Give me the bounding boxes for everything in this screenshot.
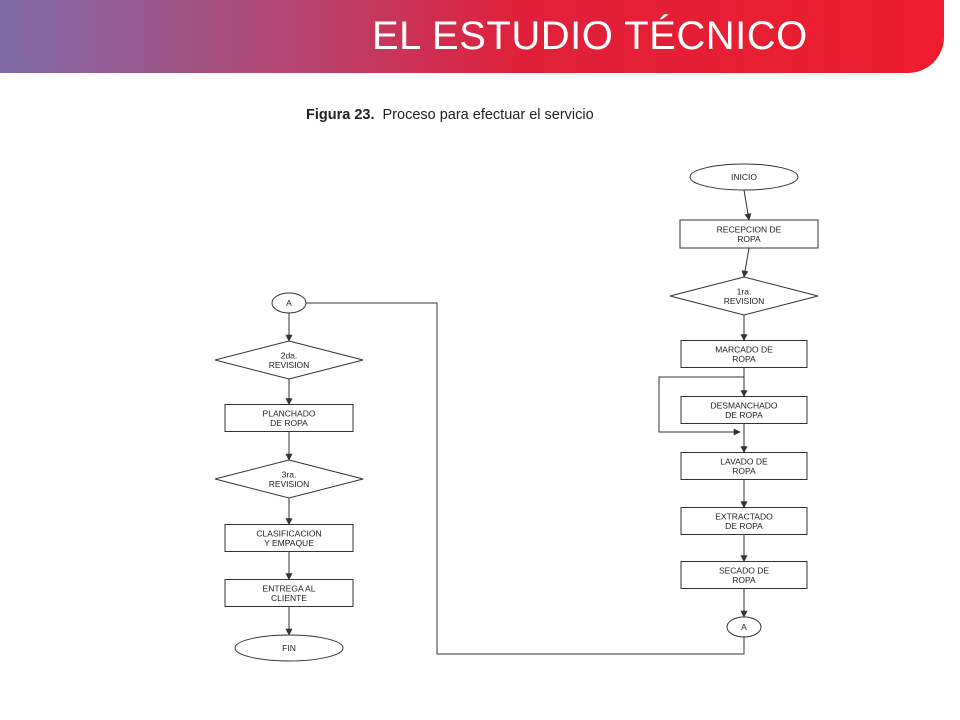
node-desmanchado-label: DESMANCHADO bbox=[710, 400, 777, 410]
node-rev3-label: 3ra. bbox=[282, 469, 297, 479]
node-marcado-label: MARCADO DE bbox=[715, 344, 773, 354]
node-inicio-label: INICIO bbox=[731, 172, 757, 182]
node-secado-label: ROPA bbox=[732, 575, 756, 585]
edge-conn_a_right-to-conn_a_left bbox=[306, 302, 745, 655]
node-inicio: INICIO bbox=[689, 163, 799, 191]
node-fin-label: FIN bbox=[282, 643, 296, 653]
flowchart-edges bbox=[285, 189, 752, 655]
edge-inicio-to-recepcion bbox=[743, 189, 752, 221]
node-conn_a_right-shape bbox=[726, 616, 762, 638]
node-clasificacion-label: CLASIFICACION bbox=[256, 528, 321, 538]
node-extractado-label: EXTRACTADO bbox=[715, 511, 773, 521]
edge-recepcion-to-rev1 bbox=[741, 247, 750, 278]
node-lavado-shape bbox=[680, 452, 808, 480]
node-conn_a_left-label: A bbox=[286, 298, 292, 308]
node-desmanchado-shape bbox=[680, 396, 808, 424]
node-rev3-shape bbox=[214, 459, 364, 499]
node-lavado-label: LAVADO DE bbox=[720, 456, 768, 466]
node-fin: FIN bbox=[234, 634, 344, 662]
node-recepcion-label: RECEPCION DE bbox=[717, 224, 782, 234]
node-planchado-label: DE ROPA bbox=[270, 418, 308, 428]
node-rev1-label: 1ra. bbox=[737, 286, 752, 296]
figure-number: Figura 23. bbox=[306, 107, 375, 123]
node-lavado-label: ROPA bbox=[732, 466, 756, 476]
node-recepcion-shape bbox=[679, 219, 819, 249]
node-rev2-label: 2da. bbox=[281, 350, 298, 360]
slide-title: EL ESTUDIO TÉCNICO bbox=[372, 14, 808, 58]
node-inicio-shape bbox=[689, 163, 799, 191]
node-conn_a_left: A bbox=[271, 292, 307, 314]
figure-title: Proceso para efectuar el servicio bbox=[382, 107, 594, 123]
node-clasificacion-shape bbox=[224, 524, 354, 552]
node-secado-shape bbox=[680, 561, 808, 589]
node-planchado-shape bbox=[224, 404, 354, 432]
node-marcado-label: ROPA bbox=[732, 354, 756, 364]
node-conn_a_right-label: A bbox=[741, 622, 747, 632]
node-entrega-label: CLIENTE bbox=[271, 593, 307, 603]
node-extractado-shape bbox=[680, 507, 808, 535]
node-rev3-label: REVISION bbox=[269, 479, 310, 489]
node-rev2: 2da.REVISION bbox=[214, 340, 364, 380]
node-extractado-label: DE ROPA bbox=[725, 521, 763, 531]
node-recepcion-label: ROPA bbox=[737, 234, 761, 244]
title-banner: EL ESTUDIO TÉCNICO bbox=[0, 0, 944, 73]
node-rev3: 3ra.REVISION bbox=[214, 459, 364, 499]
node-marcado-shape bbox=[680, 340, 808, 368]
node-rev1-shape bbox=[669, 276, 819, 316]
node-rev2-shape bbox=[214, 340, 364, 380]
node-entrega-shape bbox=[224, 579, 354, 607]
edge-marcado-to-lavado bbox=[658, 376, 744, 436]
node-entrega-label: ENTREGA AL bbox=[263, 583, 316, 593]
node-desmanchado-label: DE ROPA bbox=[725, 410, 763, 420]
node-rev2-label: REVISION bbox=[269, 360, 310, 370]
node-conn_a_right: A bbox=[726, 616, 762, 638]
node-rev1-label: REVISION bbox=[724, 296, 765, 306]
node-secado-label: SECADO DE bbox=[719, 565, 769, 575]
node-fin-shape bbox=[234, 634, 344, 662]
node-conn_a_left-shape bbox=[271, 292, 307, 314]
node-rev1: 1ra.REVISION bbox=[669, 276, 819, 316]
node-clasificacion-label: Y EMPAQUE bbox=[264, 538, 314, 548]
node-planchado-label: PLANCHADO bbox=[263, 408, 316, 418]
figure-caption: Figura 23. Proceso para efectuar el servi… bbox=[306, 107, 594, 123]
